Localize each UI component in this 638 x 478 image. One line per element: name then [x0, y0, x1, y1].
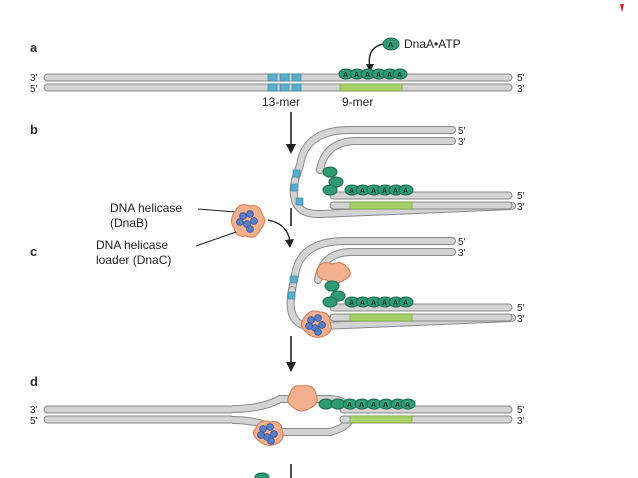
helicase-blue-cluster — [236, 210, 258, 233]
panel-c-loader-top — [316, 262, 351, 284]
panel-a-bottom-strand — [43, 83, 513, 92]
svg-text:A: A — [371, 300, 376, 307]
step-arrow-c-d — [286, 336, 296, 372]
svg-text:A: A — [365, 72, 370, 79]
panel-d-loader-top — [287, 385, 318, 412]
panel-b-end-upper-inner: 3' — [458, 137, 466, 148]
loading-arrow — [267, 219, 291, 243]
label-13-mer: 13-mer — [262, 95, 300, 109]
panel-d-end-top-right: 5' — [517, 405, 525, 416]
panel-b-end-bottom-right: 3' — [517, 202, 525, 213]
panel-a-13mer-boxes — [267, 73, 302, 92]
panel-d-end-bottom-right: 3' — [517, 416, 525, 427]
panel-a-end-top-left: 3' — [30, 73, 38, 84]
svg-text:A: A — [393, 300, 398, 307]
panel-c-dnaa-cluster — [322, 280, 414, 308]
panel-a-end-top-right: 5' — [517, 73, 525, 84]
panel-b-end-upper-outer: 5' — [458, 126, 466, 137]
panel-a-dnaa-beads — [338, 68, 408, 80]
panel-d-left-bottom-strand — [43, 415, 235, 424]
svg-text:A: A — [360, 300, 365, 307]
panel-c: c A A A A A A — [30, 237, 525, 338]
panel-b-13mer-boxes — [290, 169, 304, 206]
svg-text:A: A — [371, 402, 376, 409]
helicase-pointer — [197, 208, 237, 213]
helicase-label-line2: (DnaB) — [110, 216, 148, 230]
step-arrow-a-b — [286, 112, 296, 154]
panel-c-end-upper-inner: 3' — [458, 248, 466, 259]
dnaa-arrowhead — [366, 64, 374, 72]
panel-c-end-top-right: 5' — [517, 303, 525, 314]
panel-d-end-bottom-left: 5' — [30, 416, 38, 427]
panel-label-a: a — [30, 40, 38, 55]
panel-c-end-upper-outer: 5' — [458, 237, 466, 248]
panel-label-b: b — [30, 122, 38, 137]
svg-text:A: A — [376, 72, 381, 79]
panel-d-dnaa-cluster — [318, 398, 416, 410]
svg-text:A: A — [382, 188, 387, 195]
panel-b: b A A A A A A 5' 3' 5' — [30, 122, 525, 219]
svg-text:A: A — [349, 188, 354, 195]
loader-label-line1: DNA helicase — [96, 238, 168, 252]
panel-a-end-bottom-right: 3' — [517, 84, 525, 95]
svg-text:A: A — [349, 300, 354, 307]
panel-c-end-bottom-right: 3' — [517, 314, 525, 325]
svg-text:A: A — [383, 402, 388, 409]
panel-label-d: d — [30, 374, 38, 389]
panel-b-end-top-right: 5' — [517, 191, 525, 202]
dnaa-atp-label: DnaA•ATP — [404, 37, 461, 51]
svg-text:A: A — [347, 402, 352, 409]
loader-pointer — [195, 231, 237, 247]
free-helicase-loader: DNA helicase (DnaB) DNA helicase loader … — [96, 201, 294, 267]
corner-red-mark — [620, 4, 624, 12]
svg-text:A: A — [354, 72, 359, 79]
panel-d-9mer — [349, 415, 413, 424]
svg-text:A: A — [359, 402, 364, 409]
svg-text:A: A — [371, 188, 376, 195]
dnaa-atp-letter: A — [388, 42, 393, 49]
panel-b-9mer — [349, 201, 413, 210]
svg-text:A: A — [403, 188, 408, 195]
svg-text:A: A — [403, 300, 408, 307]
svg-text:A: A — [382, 300, 387, 307]
panel-d-left-top-strand — [43, 405, 235, 414]
svg-text:A: A — [395, 402, 400, 409]
dnaa-atp-marker: A — [382, 37, 400, 51]
panel-label-c: c — [30, 244, 37, 259]
svg-text:A: A — [343, 72, 348, 79]
panel-c-helicase-bottom — [305, 314, 326, 336]
svg-text:A: A — [387, 72, 392, 79]
panel-a-top-strand — [43, 73, 513, 82]
panel-c-9mer — [349, 313, 413, 322]
panel-c-13mer-boxes — [287, 275, 298, 300]
panel-a-end-bottom-left: 5' — [30, 84, 38, 95]
svg-text:A: A — [397, 72, 402, 79]
svg-text:A: A — [393, 188, 398, 195]
panel-d: d A A A A A A — [30, 374, 525, 446]
panel-a-9mer-boxes — [339, 83, 403, 92]
svg-text:A: A — [405, 402, 410, 409]
bottom-partial-hints — [254, 464, 292, 478]
label-9-mer: 9-mer — [342, 95, 373, 109]
panel-a: a A DnaA•ATP A A A A A — [30, 37, 525, 109]
panel-d-end-top-left: 3' — [30, 405, 38, 416]
svg-text:A: A — [360, 188, 365, 195]
panel-d-helicase-bottom — [257, 423, 278, 445]
helicase-label-line1: DNA helicase — [110, 201, 182, 215]
panel-a-dnaa-letters: A A A A A A — [343, 72, 402, 79]
panel-b-dnaa-cluster — [322, 166, 414, 196]
loader-label-line2: loader (DnaC) — [96, 253, 171, 267]
